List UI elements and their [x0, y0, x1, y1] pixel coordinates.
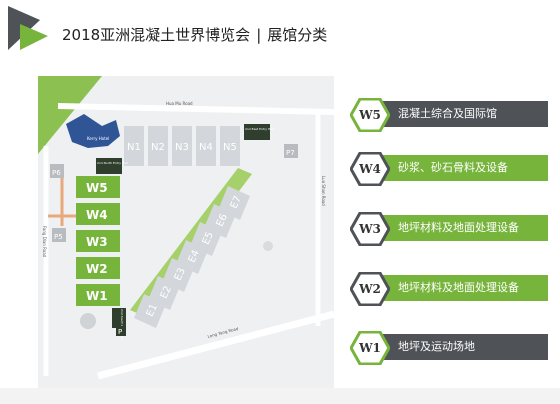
parking-p5 [52, 228, 66, 242]
road-right-label: Luo Shan Road [321, 176, 326, 206]
parking-p6 [50, 164, 64, 178]
parking: P7 P6 P5 P [50, 144, 298, 336]
legend-code: W1 [359, 341, 381, 355]
hall-e3-label: E3 [173, 266, 188, 282]
hall-w2[interactable] [76, 257, 120, 279]
hall-e4-label: E4 [187, 248, 202, 264]
hall-w3-label: W3 [86, 235, 108, 249]
legend-code: W5 [359, 108, 381, 122]
parking-p-south [116, 326, 126, 336]
title-separator: | [256, 26, 262, 44]
hall-n2-label: N2 [151, 142, 165, 153]
hall-n4-label: N4 [199, 142, 213, 153]
hexagon-icon [350, 272, 390, 306]
hexagon-icon [350, 98, 390, 132]
legend-label: 地坪材料及地面处理设备 [398, 281, 519, 294]
page-title: 2018亚洲混凝土世界博览会 | 展馆分类 [62, 24, 327, 45]
parking-p7-label: P7 [286, 149, 295, 157]
legend-label: 地坪及运动场地 [398, 340, 475, 353]
hall-w5-label: W5 [86, 181, 108, 195]
kerry-hotel [66, 114, 120, 148]
corner-triangle-logo [8, 6, 48, 50]
legend-label: 地坪材料及地面处理设备 [398, 221, 519, 234]
south-entry-label: 2nd South Entry Hall [120, 309, 124, 340]
hall-n3[interactable] [172, 126, 192, 166]
road-left-label: Fang Dian Road [42, 226, 47, 258]
hall-n5[interactable] [220, 126, 240, 166]
venue-map: Hua Mu Road Long Yang Road Luo Shan Road… [38, 76, 334, 390]
e-halls: E1 E2 E3 E4 E5 E6 E7 [134, 186, 250, 328]
tree [80, 313, 96, 329]
hall-w1-label: W1 [86, 289, 108, 303]
hall-n4[interactable] [196, 126, 216, 166]
kerry-hotel-label: Kerry Hotel [87, 136, 109, 141]
hall-w1[interactable] [76, 284, 120, 306]
hall-e7-label: E7 [229, 194, 244, 210]
hall-e5-label: E5 [201, 230, 216, 246]
legend-label: 混凝土综合及国际馆 [398, 107, 497, 120]
hall-n1-label: N1 [127, 142, 141, 153]
hall-e7[interactable] [218, 186, 250, 220]
legend-bar: 地坪及运动场地 [368, 334, 548, 360]
legend-code: W4 [359, 162, 381, 176]
parking-p6-label: P6 [52, 169, 61, 177]
hall-n5-label: N5 [223, 142, 237, 153]
legend-code: W2 [359, 282, 381, 296]
bottom-band [0, 388, 560, 404]
hall-e1-label: E1 [145, 302, 160, 318]
hexagon-icon [350, 331, 390, 365]
hall-w5[interactable] [76, 176, 120, 198]
road-top [57, 103, 334, 115]
north-entry-label: 2nd North Entry Hall [97, 161, 128, 165]
legend-bar: 地坪材料及地面处理设备 [368, 215, 548, 241]
hall-n2[interactable] [148, 126, 168, 166]
hall-e2-label: E2 [159, 284, 174, 300]
legend-code: W3 [359, 222, 381, 236]
green-accent-corner [38, 76, 102, 154]
south-entry-hall[interactable] [112, 308, 126, 328]
hexagon-icon [350, 212, 390, 246]
legend-label: 砂浆、砂石骨料及设备 [398, 161, 508, 174]
hall-n3-label: N3 [175, 142, 189, 153]
n-halls: N1 N2 N3 N4 N5 [124, 126, 240, 166]
hall-w4-label: W4 [86, 208, 108, 222]
title-sub: 展馆分类 [267, 26, 328, 44]
parking-p-south-label: P [118, 328, 122, 336]
legend-bar: 混凝土综合及国际馆 [368, 101, 548, 127]
legend-bar: 地坪材料及地面处理设备 [368, 275, 548, 301]
hall-w2-label: W2 [86, 262, 108, 276]
parking-p5-label: P5 [54, 233, 63, 241]
road-bottom [97, 310, 334, 380]
title-main: 2018亚洲混凝土世界博览会 [62, 26, 251, 44]
hall-w3[interactable] [76, 230, 120, 252]
road-top-label: Hua Mu Road [166, 101, 193, 106]
north-entry-hall[interactable] [96, 158, 122, 174]
hall-n1[interactable] [124, 126, 144, 166]
east-entry-label: 2nd East Entry Hall [245, 127, 274, 131]
legend-bar: 砂浆、砂石骨料及设备 [368, 155, 548, 181]
w-halls: W5 W4 W3 W2 W1 [76, 176, 120, 306]
hall-e6-label: E6 [215, 212, 230, 228]
tree [263, 241, 273, 251]
hall-w4[interactable] [76, 203, 120, 225]
parking-p7 [284, 144, 298, 158]
east-entry-hall[interactable] [244, 124, 270, 140]
hexagon-icon [350, 152, 390, 186]
